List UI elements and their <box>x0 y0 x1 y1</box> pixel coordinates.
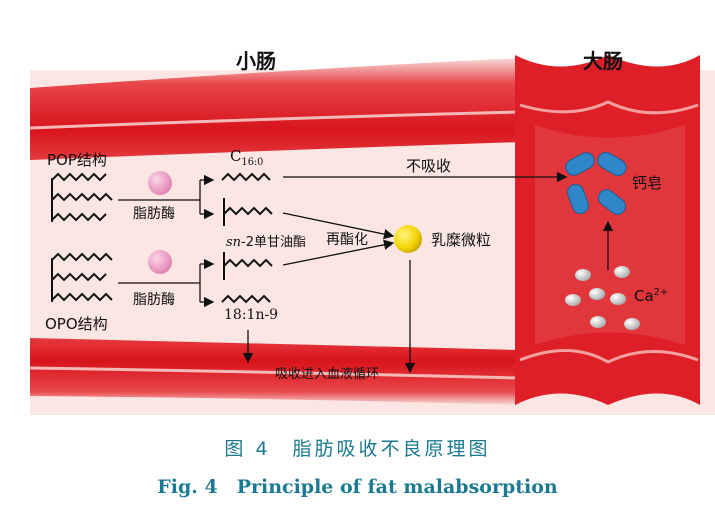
palmitic-acid-subscript: 16:0 <box>241 157 264 168</box>
opo-triglyceride <box>51 252 113 302</box>
calcium-ion-main: Ca <box>634 287 654 305</box>
pop-label: POP结构 <box>47 151 107 169</box>
chylomicron-particle-icon <box>394 225 422 253</box>
figure-caption-chinese: 图 4 脂肪吸收不良原理图 <box>224 438 491 460</box>
lipase-enzyme-icon <box>148 171 172 195</box>
oleic-acid-label: 18:1n-9 <box>224 307 279 323</box>
small-intestine-label: 小肠 <box>236 49 276 73</box>
absorb-blood-label: 吸收进入血液循环 <box>275 367 380 382</box>
palmitic-acid-label: C16:0 <box>230 147 263 168</box>
pop-triglyceride <box>51 172 113 222</box>
sn2-rest: -2单甘油酯 <box>241 235 307 250</box>
lipase-enzyme-icon <box>148 250 172 274</box>
sn2-monoglyceride-label: sn-2单甘油酯 <box>226 231 306 250</box>
figure-caption-english: Fig. 4 Principle of fat malabsorption <box>157 476 558 498</box>
calcium-soap-capsules <box>565 152 627 215</box>
lipase-label: 脂肪酶 <box>133 292 175 308</box>
hydrolysis-lines <box>118 174 215 308</box>
small-intestine-inner-line-top <box>29 110 521 130</box>
reesterification-label: 再酯化 <box>326 232 368 248</box>
calcium-soap-label: 钙皂 <box>632 174 663 192</box>
opo-label: OPO结构 <box>45 315 108 333</box>
lipase-label: 脂肪酶 <box>133 206 175 222</box>
large-intestine-label: 大肠 <box>583 49 623 73</box>
calcium-ions <box>565 266 640 330</box>
palmitic-acid-main: C <box>230 147 242 165</box>
calcium-ion-label: Ca2+ <box>634 287 668 305</box>
fatty-acid-molecules <box>221 172 273 304</box>
large-intestine-fold-bottom <box>519 349 699 364</box>
transport-arrows <box>242 171 614 374</box>
calcium-ion-charge: 2+ <box>653 287 669 298</box>
small-intestine-inner-line-bottom <box>29 366 521 380</box>
large-intestine-fold-top <box>519 100 699 115</box>
chylomicron-label: 乳糜微粒 <box>431 231 492 249</box>
large-intestine-lumen <box>535 125 685 345</box>
sn2-prefix: sn <box>226 235 242 250</box>
small-intestine-wall-top <box>30 58 520 160</box>
not-absorbed-label: 不吸收 <box>406 157 452 175</box>
